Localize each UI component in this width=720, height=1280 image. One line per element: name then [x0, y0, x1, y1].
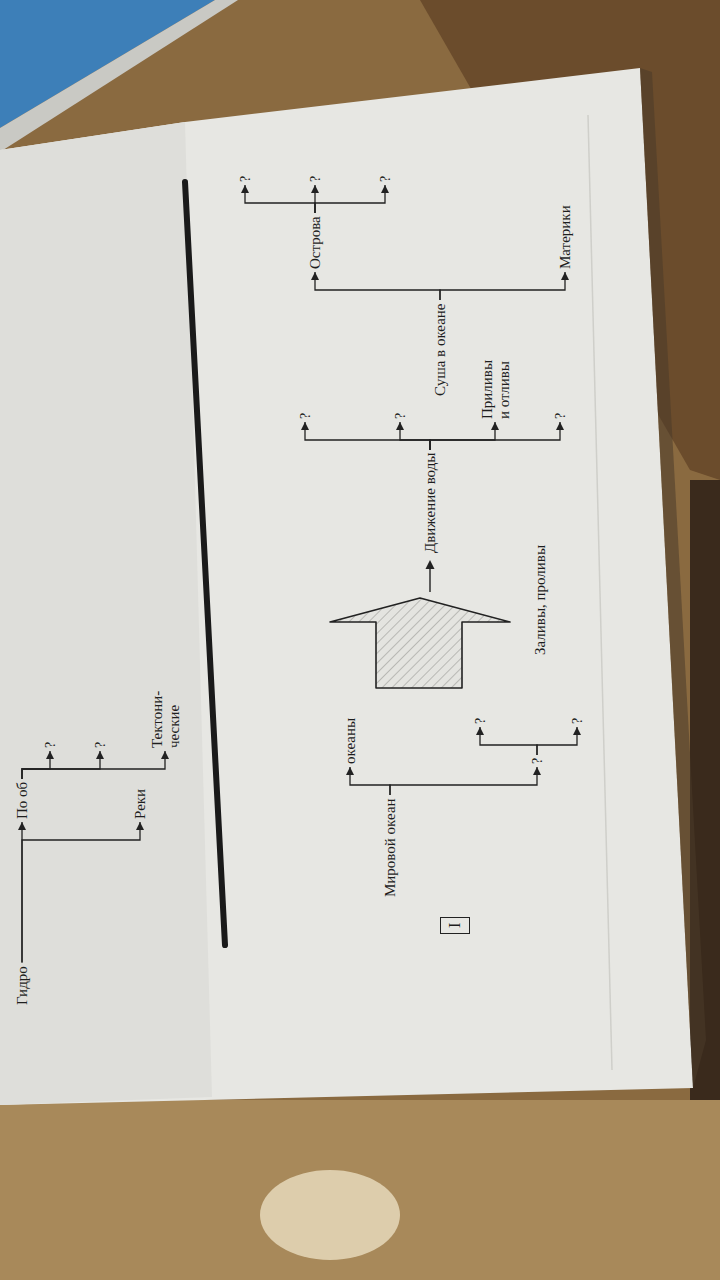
- question-node: ?: [470, 715, 491, 727]
- tree-connector: [245, 185, 315, 213]
- question-node: ?: [305, 173, 326, 185]
- paper-shadow: [640, 68, 706, 1088]
- tree-label: Движение воды: [422, 453, 439, 553]
- tree-node: Мировой океан: [379, 795, 402, 900]
- question-mark: ?: [393, 413, 408, 419]
- tree-node: Гидро: [11, 963, 34, 1008]
- tree-node: Движение воды: [419, 450, 442, 556]
- tree-node: По об: [11, 779, 34, 822]
- tree-label: Тектони- ческие: [149, 691, 182, 748]
- question-node: ?: [235, 173, 256, 185]
- question-node: ?: [390, 410, 411, 422]
- tree-connector: [22, 822, 140, 963]
- tree-label: Острова: [307, 216, 324, 269]
- section-box: I: [440, 917, 470, 934]
- question-node: ?: [295, 410, 316, 422]
- paper-left-panel: [0, 122, 212, 1105]
- tree-node: океаны: [339, 715, 362, 767]
- tree-label: Реки: [132, 789, 149, 819]
- question-mark: ?: [308, 176, 323, 182]
- tree-connector: [537, 727, 577, 755]
- tree-node: Материки: [554, 202, 577, 272]
- table-front: [0, 1100, 720, 1280]
- tree-connector: [22, 751, 100, 779]
- question-mark: ?: [570, 718, 585, 724]
- question-node: ?: [567, 715, 588, 727]
- tree-connector: [480, 727, 537, 755]
- tree-connector: [22, 751, 50, 779]
- question-node: ?: [375, 173, 396, 185]
- tree-connector: [305, 422, 430, 450]
- tree-connector: [21, 822, 22, 963]
- separator-bar: [185, 182, 225, 945]
- tree-label: По об: [14, 782, 31, 819]
- question-node: ?: [90, 739, 111, 751]
- question-node: ?: [40, 739, 61, 751]
- tree-label: Приливы и отливы: [479, 360, 512, 419]
- tree-node: Реки: [129, 786, 152, 822]
- question-mark: ?: [93, 742, 108, 748]
- question-mark: ?: [378, 176, 393, 182]
- tree-label: Заливы, проливы: [532, 545, 549, 655]
- tree-connector: [22, 751, 165, 779]
- tree-node: Заливы, проливы: [529, 542, 552, 658]
- tree-connector: [400, 422, 430, 450]
- tree-label: Материки: [557, 205, 574, 269]
- paper-sheet: [0, 68, 693, 1105]
- small-arrow-shaft: [429, 568, 430, 592]
- tree-connector: [315, 272, 440, 300]
- paper-fold: [588, 115, 612, 1070]
- tree-connector: [430, 422, 560, 450]
- tree-label: океаны: [342, 718, 359, 764]
- sun-spot: [260, 1170, 400, 1260]
- small-arrow-head: [426, 560, 435, 569]
- question-mark: ?: [473, 718, 488, 724]
- tree-connector: [390, 767, 537, 795]
- question-mark: ?: [553, 413, 568, 419]
- question-mark: ?: [298, 413, 313, 419]
- tree-node: Тектони- ческие: [146, 688, 185, 751]
- tree-node: Суша в океане: [429, 300, 452, 399]
- question-mark: ?: [43, 742, 58, 748]
- big-arrow: [330, 598, 510, 688]
- section-number: I: [446, 922, 464, 927]
- tree-connector: [350, 767, 390, 795]
- question-node: ?: [527, 755, 548, 767]
- tree-label: Мировой океан: [382, 798, 399, 897]
- question-mark: ?: [530, 758, 545, 764]
- tree-connector: [440, 272, 565, 300]
- tree-connector: [430, 422, 495, 450]
- question-mark: ?: [238, 176, 253, 182]
- tree-label: Суша в океане: [432, 303, 449, 396]
- tree-label: Гидро: [14, 966, 31, 1005]
- tree-node: Острова: [304, 213, 327, 272]
- tree-connector: [315, 185, 385, 213]
- tree-node: Приливы и отливы: [476, 357, 515, 422]
- question-node: ?: [550, 410, 571, 422]
